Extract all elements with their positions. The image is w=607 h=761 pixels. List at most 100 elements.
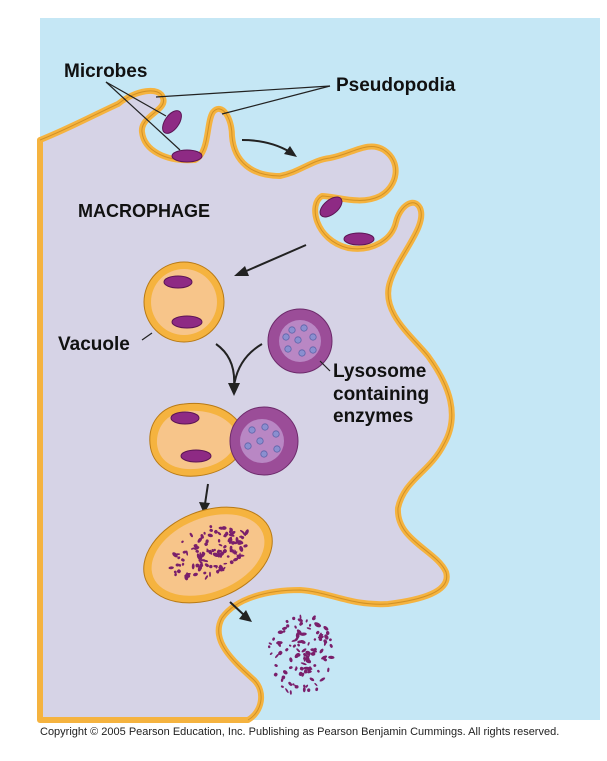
debris-speck <box>313 664 317 667</box>
debris-speck <box>314 622 318 626</box>
debris-speck <box>178 563 182 567</box>
debris-speck <box>299 666 304 671</box>
arrow-step4 <box>204 483 209 505</box>
debris-speck <box>229 528 233 532</box>
macrophage-label: MACROPHAGE <box>78 201 210 221</box>
debris-speck <box>323 657 327 662</box>
debris-speck <box>236 554 242 560</box>
debris-speck <box>297 643 300 647</box>
debris-speck <box>193 546 200 550</box>
debris-speck <box>278 650 283 656</box>
debris-speck <box>215 566 218 569</box>
debris-speck <box>182 550 187 554</box>
enzyme-dot <box>294 336 302 344</box>
debris-speck <box>325 631 330 635</box>
debris-speck <box>324 634 329 640</box>
debris-speck <box>295 632 300 639</box>
debris-speck <box>300 662 307 666</box>
debris-speck <box>272 637 275 641</box>
debris-speck <box>243 544 248 548</box>
debris-speck <box>223 562 228 565</box>
debris-speck <box>209 564 213 569</box>
lysosome-label-line3: enzymes <box>333 406 413 427</box>
debris-speck <box>204 575 208 580</box>
lysosome-label-line1: Lysosome <box>333 361 426 382</box>
debris-speck <box>292 644 296 648</box>
debris-speck <box>296 653 301 657</box>
debris-speck <box>214 529 218 534</box>
debris-speck <box>212 552 220 558</box>
debris-speck <box>191 547 195 550</box>
debris-speck <box>307 666 312 672</box>
debris-speck <box>168 566 174 570</box>
debris-speck <box>294 685 299 689</box>
enzyme-dot <box>260 450 268 458</box>
debris-speck <box>231 541 235 545</box>
debris-speck <box>274 664 278 667</box>
arrow-step5 <box>229 601 245 616</box>
debris-speck <box>174 573 177 577</box>
microbes-label-line-2 <box>105 81 181 151</box>
debris-speck <box>323 639 327 646</box>
debris-speck <box>223 545 227 549</box>
debris-speck <box>177 569 181 574</box>
arrow-step2 <box>243 244 307 273</box>
debris-speck <box>269 652 273 655</box>
debris-speck <box>285 619 289 624</box>
arrow-step1-head <box>284 146 297 157</box>
debris-speck <box>217 539 221 543</box>
debris-speck <box>312 617 316 621</box>
microbes-label: Microbes <box>64 61 147 82</box>
debris-speck <box>217 531 222 536</box>
debris-speck <box>316 630 320 635</box>
debris-speck <box>218 549 222 553</box>
debris-speck <box>223 535 227 538</box>
fusing-enzymes <box>244 423 281 458</box>
enzyme-dot <box>284 345 292 353</box>
microbe-3 <box>319 196 343 218</box>
debris-speck <box>198 555 203 562</box>
debris-speck <box>301 648 307 653</box>
lysosome-label-line2: containing <box>333 384 429 405</box>
debris-speck <box>303 652 307 657</box>
debris-speck <box>305 619 308 623</box>
debris-speck <box>282 670 288 675</box>
microbe-4 <box>343 232 375 246</box>
enzyme-dot <box>244 442 252 450</box>
debris-speck <box>288 644 292 647</box>
microbe-2 <box>171 149 203 163</box>
lysosome-label-line <box>319 360 331 372</box>
debris-speck <box>209 528 213 532</box>
debris-speck <box>229 545 233 551</box>
debris-speck <box>234 549 237 555</box>
debris-speck <box>309 677 315 682</box>
debris-speck <box>199 560 203 565</box>
debris-speck <box>306 627 312 630</box>
debris-speck <box>195 549 199 553</box>
debris-speck <box>318 634 324 637</box>
debris-speck <box>197 537 203 543</box>
debris-speck <box>211 549 215 553</box>
debris-speck <box>228 540 232 544</box>
debris-speck <box>317 669 320 673</box>
debris-speck <box>203 531 206 535</box>
debris-speck <box>280 678 284 682</box>
debris-speck <box>202 559 209 563</box>
debris-speck <box>218 551 225 557</box>
debris-speck <box>191 563 195 570</box>
arrow-step1 <box>241 139 291 153</box>
enzyme-dot <box>288 326 296 334</box>
debris-speck <box>228 533 235 537</box>
debris-speck <box>241 530 246 537</box>
arrow-fusion-right <box>233 343 263 387</box>
debris-speck <box>244 529 249 536</box>
debris-speck <box>206 548 209 552</box>
enzyme-dot <box>272 430 280 438</box>
debris-speck <box>289 690 292 695</box>
debris-speck <box>301 672 305 677</box>
debris-speck <box>318 636 322 640</box>
debris-speck <box>288 681 293 686</box>
microbe-5 <box>163 275 193 289</box>
debris-speck <box>280 685 284 688</box>
